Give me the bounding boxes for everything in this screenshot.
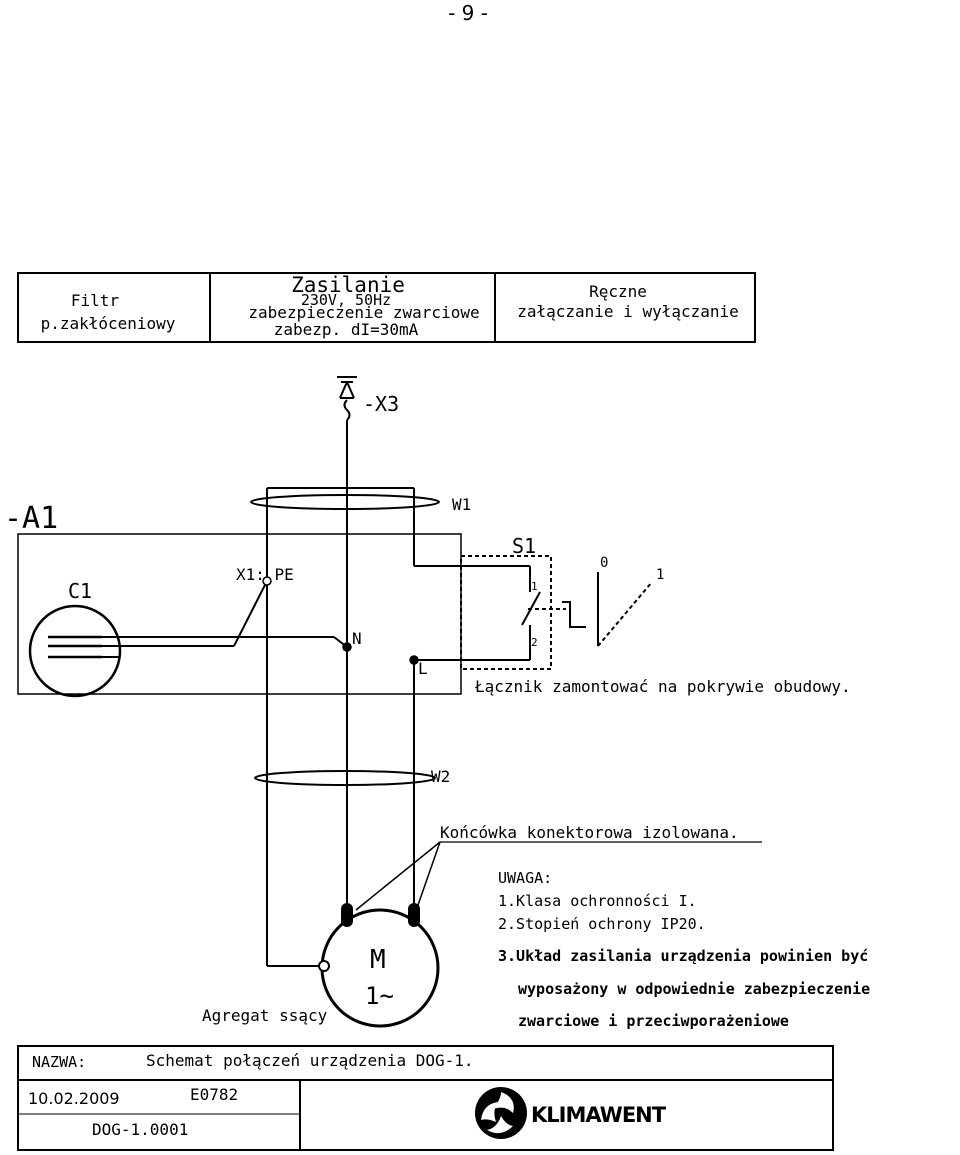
w2-label: W2 (431, 767, 450, 786)
n-terminal-label: N (352, 629, 362, 648)
terminal-note-pointers (355, 841, 441, 911)
notes-item1: 1.Klasa ochronności I. (498, 892, 697, 910)
notes-item2: 2.Stopień ochrony IP20. (498, 915, 706, 933)
title-name-label: NAZWA: (32, 1053, 86, 1071)
s1-label: S1 (512, 534, 536, 558)
motor-pe-terminal (318, 960, 330, 972)
c1-capacitor-plates (48, 635, 102, 659)
title-code: E0782 (190, 1085, 238, 1104)
a1-enclosure (17, 533, 462, 695)
motor-connector-terminals (341, 903, 420, 927)
page-number: - 9 - (448, 1, 488, 25)
switch-position-0: 0 (600, 555, 608, 571)
notes-item3-line3: zwarciowe i przeciwporażeniowe (518, 1012, 789, 1030)
c1-capacitor-circle (28, 604, 122, 698)
title-name-value: Schemat połączeń urządzenia DOG-1. (146, 1051, 474, 1070)
unit-name-label: Agregat ssący (202, 1006, 328, 1025)
w1-label: W1 (452, 495, 471, 514)
s1-pin1-label: 1 (531, 580, 538, 593)
title-doc-number: DOG-1.0001 (92, 1120, 188, 1139)
x3-label: -X3 (363, 392, 399, 416)
klimawent-logo: KLIMAWENT (475, 1087, 668, 1139)
switch-position-1: 1 (656, 567, 664, 583)
notes-title: UWAGA: (498, 869, 552, 887)
filter-label-line2: p.zakłóceniowy (41, 314, 176, 333)
motor-phase-label: 1~ (365, 982, 394, 1010)
title-block (17, 1045, 834, 1151)
a1-label: -A1 (4, 501, 58, 536)
header-table (17, 272, 756, 343)
logo-text: KLIMAWENT (531, 1103, 667, 1127)
s1-actuator (528, 572, 653, 647)
s1-pin2-label: 2 (531, 636, 538, 649)
l-terminal-label: L (418, 659, 428, 678)
filter-label-line1: Filtr (71, 291, 120, 310)
supply-voltage: 230V, 50Hz (301, 291, 391, 309)
logo-emblem (475, 1087, 527, 1139)
s1-contact (414, 591, 541, 661)
supply-title: Zasilanie (291, 273, 405, 297)
wiring (102, 428, 531, 967)
w2-cable-ellipse (254, 770, 436, 786)
x1-pe-label: X1: PE (236, 565, 294, 584)
switch-mount-note: Łącznik zamontować na pokrywie obudowy. (474, 677, 851, 696)
motor-m-label: M (370, 945, 386, 975)
notes-item3-line2: wyposażony w odpowiednie zabezpieczenie (518, 980, 870, 998)
terminal-nodes (262, 576, 419, 665)
notes-item3-line1: 3.Układ zasilania urządzenia powinien by… (498, 947, 868, 965)
w1-cable-ellipse (250, 494, 440, 510)
title-date: 10.02.2009 (28, 1089, 120, 1108)
manual-label-line2: załączanie i wyłączanie (517, 302, 739, 321)
terminal-note: Końcówka konektorowa izolowana. (440, 823, 739, 842)
c1-label: C1 (68, 579, 92, 603)
supply-short-circuit: zabezpieczenie zwarciowe (248, 303, 479, 322)
supply-rcd: zabezp. dI=30mA (274, 320, 419, 339)
manual-label-line1: Ręczne (589, 282, 647, 301)
s1-switch-box (460, 555, 552, 670)
x3-plug-symbol (337, 376, 357, 428)
